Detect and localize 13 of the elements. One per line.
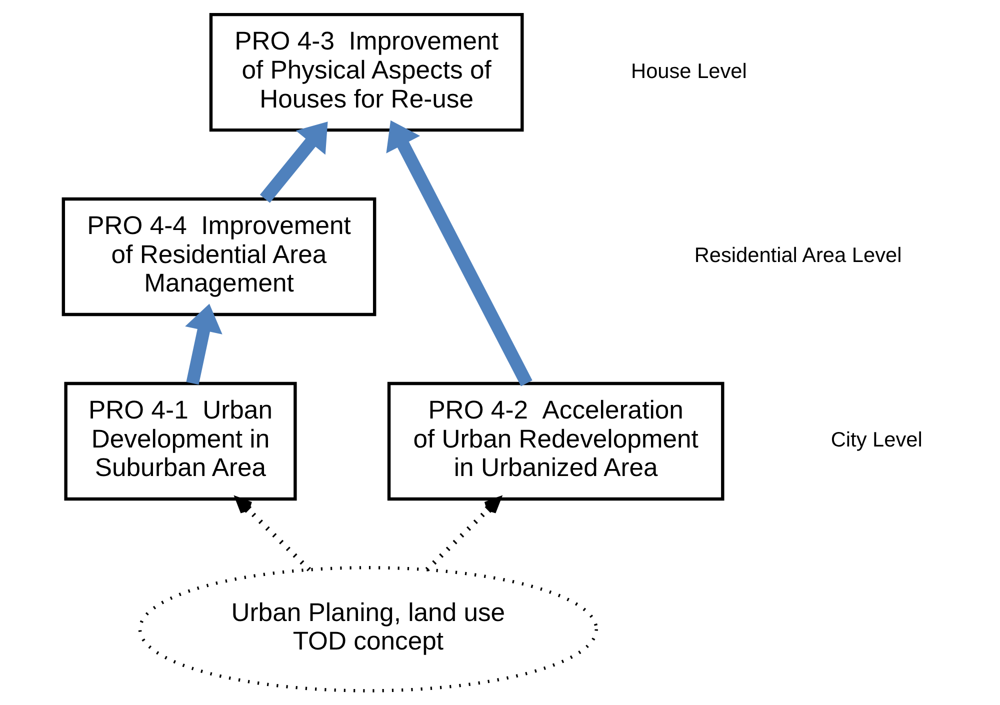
label: House Level — [630, 60, 746, 83]
node-box: PRO 4-1 Urban Development in Suburban Area — [64, 382, 296, 501]
label: City Level — [830, 428, 922, 452]
node-ellipse: Urban Planing, land use TOD concept — [138, 566, 598, 692]
label: Residential Area Level — [694, 244, 902, 268]
node-box: PRO 4-2 Acceleration of Urban Redevelopment in Urbanized Area — [386, 382, 724, 501]
arrow — [424, 496, 500, 572]
node-box: PRO 4-3 Improvement of Physical Aspects of Houses for Re-use — [208, 12, 524, 132]
node-box: PRO 4-4 Improvement of Residential Area Management — [61, 197, 376, 316]
arrow — [259, 122, 328, 203]
arrow — [184, 304, 222, 385]
arrow — [234, 496, 310, 572]
arrow — [386, 120, 532, 386]
